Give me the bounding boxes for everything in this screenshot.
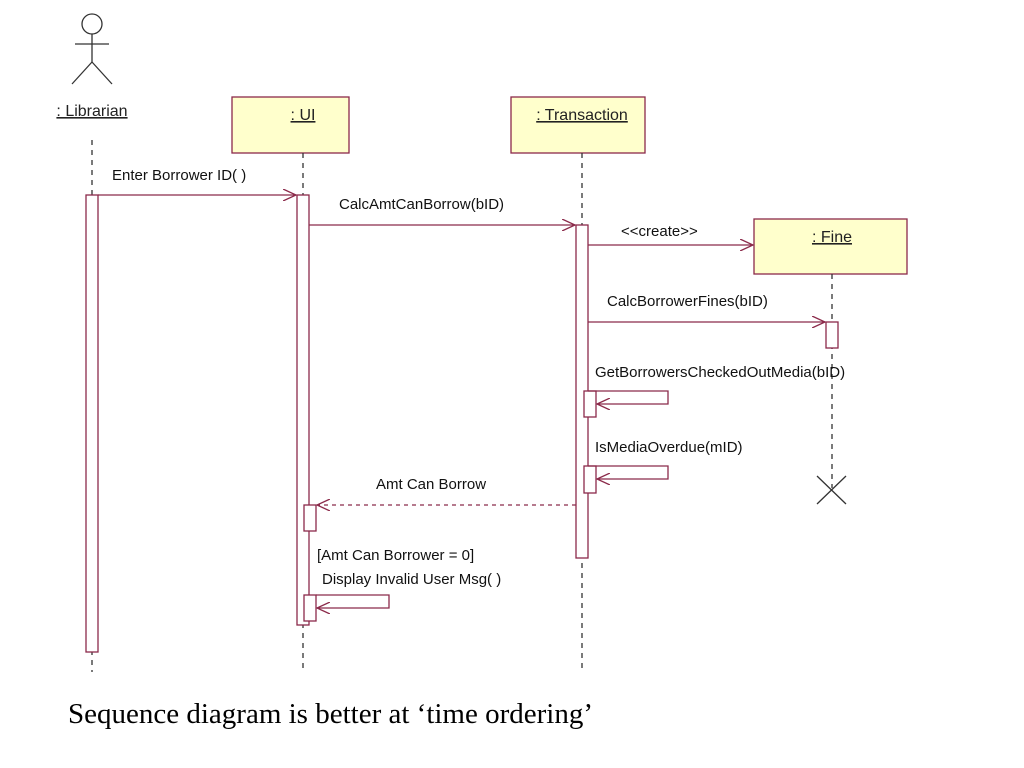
ui-self-activation xyxy=(303,594,317,622)
ui-object: : UI xyxy=(231,96,350,154)
transaction-self-activation-2 xyxy=(583,465,597,494)
transaction-object: : Transaction xyxy=(510,96,646,154)
ui-activation-return xyxy=(303,504,317,532)
calc-borrower-fines-label: CalcBorrowerFines(bID) xyxy=(607,293,768,310)
transaction-object-label: : Transaction xyxy=(536,107,628,124)
fine-object: : Fine xyxy=(753,218,908,275)
is-media-overdue-label: IsMediaOverdue(mID) xyxy=(595,439,743,456)
ui-activation xyxy=(296,194,310,626)
guard-condition-label: [Amt Can Borrower = 0] xyxy=(317,547,474,564)
librarian-activation xyxy=(85,194,99,653)
create-label: <<create>> xyxy=(621,223,698,240)
amt-can-borrow-label: Amt Can Borrow xyxy=(376,476,486,493)
transaction-self-activation-1 xyxy=(583,390,597,418)
librarian-actor xyxy=(71,13,113,85)
enter-borrower-id-label: Enter Borrower ID( ) xyxy=(112,167,246,184)
fine-destroy-x xyxy=(816,475,847,505)
slide-caption: Sequence diagram is better at ‘time orde… xyxy=(68,698,594,730)
sequence-diagram: : Librarian : UI : Transaction : Fine En… xyxy=(56,13,908,672)
ui-object-label: : UI xyxy=(291,107,316,124)
get-checked-out-media-arrow xyxy=(588,390,669,404)
display-invalid-arrow xyxy=(316,594,390,608)
fine-activation xyxy=(825,321,839,349)
fine-object-label: : Fine xyxy=(812,229,852,246)
display-invalid-label: Display Invalid User Msg( ) xyxy=(322,571,501,588)
actor-head xyxy=(81,13,103,35)
get-checked-out-media-label: GetBorrowersCheckedOutMedia(bID) xyxy=(595,364,845,381)
is-media-overdue-arrow xyxy=(588,465,669,479)
calc-amt-can-borrow-label: CalcAmtCanBorrow(bID) xyxy=(339,196,504,213)
librarian-label: : Librarian xyxy=(56,103,127,120)
